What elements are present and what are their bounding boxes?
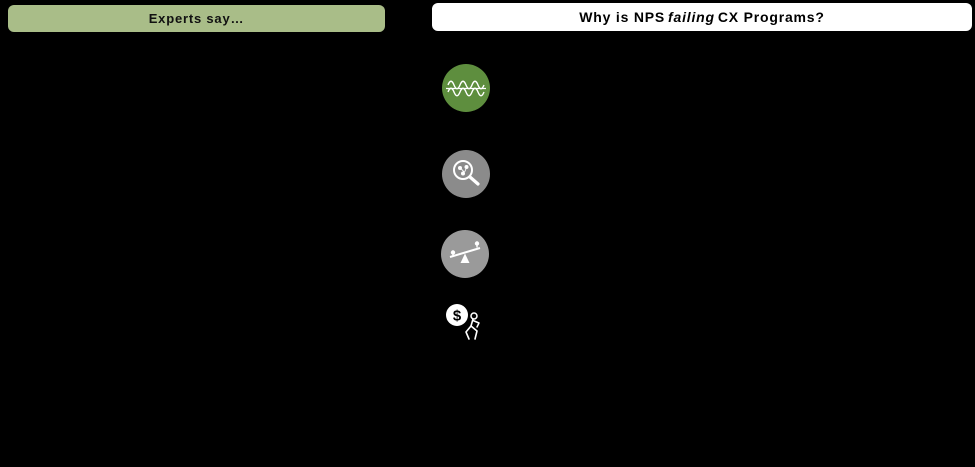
- dollar-sign: $: [453, 308, 462, 325]
- magnifier-icon-bg: [442, 150, 490, 198]
- money-walking-icon: $: [442, 300, 490, 348]
- money-coin: [446, 304, 468, 326]
- seesaw-balance-icon: [441, 230, 489, 278]
- slide-title-italic: failing: [668, 9, 715, 25]
- slide-title-pre: Why is NPS: [579, 9, 666, 25]
- experts-say-label: Experts say…: [148, 11, 245, 26]
- slide-title: Why is NPS failing CX Programs?: [432, 3, 972, 31]
- waves-icon: [442, 64, 490, 112]
- magnifier-analysis-icon: [442, 150, 490, 198]
- slide-title-post: CX Programs?: [717, 9, 825, 25]
- experts-say-header: Experts say…: [8, 5, 385, 32]
